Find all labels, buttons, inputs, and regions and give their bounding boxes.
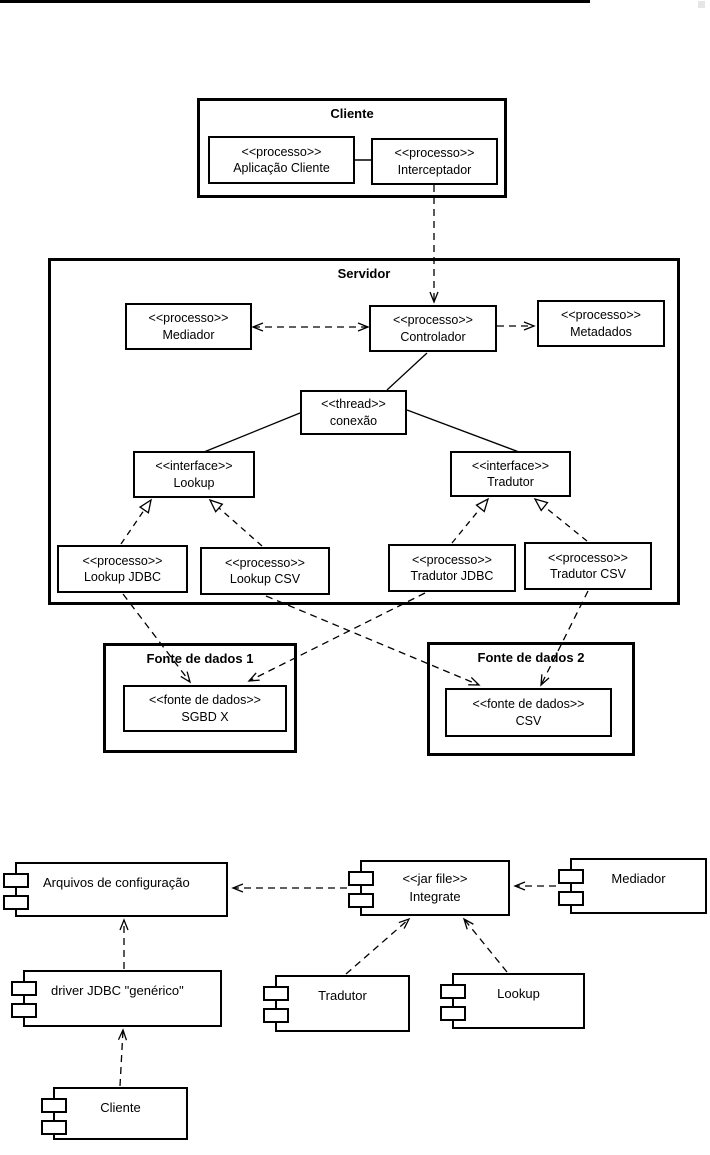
box-label: Interceptador [397,162,472,177]
box-label: Lookup [173,475,215,490]
component-icon [41,1098,67,1113]
box-tradutor-jdbc: <<processo>> Tradutor JDBC [388,544,516,592]
box-label: Tradutor [487,475,534,489]
component-label: Arquivos de configuração [43,875,190,890]
stereotype: <<fonte de dados>> [472,697,585,712]
stereotype: <<interface>> [155,459,233,474]
box-csv: <<fonte de dados>> CSV [445,688,612,737]
stereotype: <<processo>> [394,146,475,161]
component-icon [41,1120,67,1135]
component-icon [440,984,466,999]
component-icon [263,986,289,1001]
stereotype: <<processo>> [548,550,628,565]
box-label: Metadados [570,324,632,339]
box-conexao: <<thread>> conexão [300,390,407,435]
box-label: SGBD X [181,709,229,724]
node-fonte1-title: Fonte de dados 1 [146,651,254,666]
component-cliente: Cliente [41,1087,188,1140]
box-interface-lookup: <<interface>> Lookup [133,451,255,498]
component-icon [440,1006,466,1021]
box-tradutor-csv: <<processo>> Tradutor CSV [524,542,652,590]
stereotype: <<interface>> [471,458,550,473]
stereotype: <<processo>> [225,555,305,570]
component-mediador: Mediador [558,858,707,914]
box-label: Aplicação Cliente [233,161,330,175]
arrow-tradutor-integrate [345,917,411,975]
stereotype: <<processo>> [393,313,473,328]
component-label: Mediador [611,871,666,886]
component-icon [348,893,374,908]
box-label: Lookup CSV [229,572,301,586]
box-sgbd-x: <<fonte de dados>> SGBD X [123,685,287,732]
component-label: Integrate [409,889,461,904]
box-controlador: <<processo>> Controlador [369,305,497,352]
node-fonte2-title: Fonte de dados 2 [477,650,585,665]
component-icon [3,895,29,910]
component-label: Cliente [100,1100,141,1115]
arrow-lookup-integrate [462,917,508,973]
component-label: driver JDBC "genérico" [51,983,184,998]
node-cliente-title: Cliente [330,106,374,121]
box-lookup-csv: <<processo>> Lookup CSV [200,547,330,595]
box-interface-tradutor: <<interface>> Tradutor [450,451,571,497]
component-icon [263,1008,289,1023]
box-mediador: <<processo>> Mediador [125,303,252,350]
component-label: Lookup [497,986,540,1001]
corner-artifact [698,1,705,8]
stereotype: <<thread>> [321,397,386,412]
box-label: Tradutor JDBC [410,569,494,583]
stereotype: <<processo>> [82,553,163,568]
stereotype: <<processo>> [412,552,492,567]
component-tradutor: Tradutor [263,975,410,1032]
stereotype: <<processo>> [241,144,322,159]
component-lookup: Lookup [440,973,585,1029]
box-label: Controlador [400,329,466,344]
arrow-cliente-driver [117,1028,128,1087]
stereotype: <<processo>> [561,308,641,323]
component-icon [3,873,29,888]
box-label: conexão [329,413,378,428]
box-label: Lookup JDBC [83,570,162,584]
stereotype: <<jar file>> [402,871,468,887]
box-lookup-jdbc: <<processo>> Lookup JDBC [57,545,188,593]
box-label: CSV [515,713,542,728]
box-interceptador: <<processo>> Interceptador [371,138,498,185]
box-aplicacao-cliente: <<processo>> Aplicação Cliente [208,136,355,184]
box-metadados: <<processo>> Metadados [537,300,665,347]
component-arquivos-configuracao: Arquivos de configuração [3,862,228,917]
component-icon [558,869,584,884]
box-label: Mediador [162,327,215,342]
box-label: Tradutor CSV [550,567,626,581]
page-top-rule [0,0,590,3]
component-integrate: <<jar file>> Integrate [348,860,510,916]
component-driver-jdbc: driver JDBC "genérico" [11,970,222,1027]
component-icon [11,1003,37,1018]
stereotype: <<fonte de dados>> [149,693,261,708]
component-icon [11,981,37,996]
component-icon [348,871,374,886]
component-label: Tradutor [318,988,367,1003]
stereotype: <<processo>> [148,311,229,326]
component-icon [558,891,584,906]
node-servidor-title: Servidor [337,266,391,281]
